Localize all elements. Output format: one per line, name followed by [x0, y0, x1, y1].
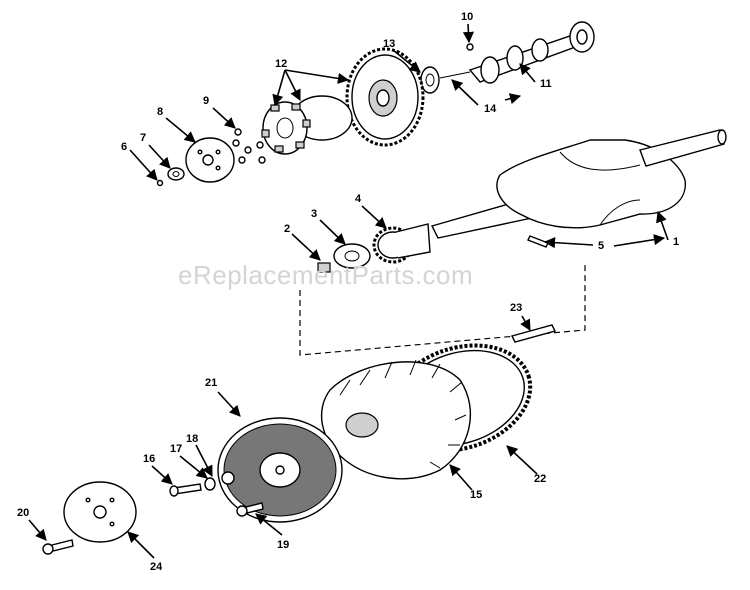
callout-19: 19 [277, 539, 289, 551]
callout-5: 5 [598, 240, 604, 252]
crankshaft [430, 129, 727, 239]
callout-4: 4 [355, 193, 362, 205]
callout-8: 8 [157, 106, 163, 118]
part-10 [466, 43, 474, 51]
key-2 [317, 262, 331, 273]
callout-14: 14 [484, 103, 497, 115]
rotating-screen-21 [217, 417, 343, 523]
callout-21: 21 [205, 377, 217, 389]
callout-23: 23 [510, 302, 522, 314]
callout-16: 16 [143, 453, 155, 465]
callout-9: 9 [203, 95, 209, 107]
callout-11: 11 [540, 78, 552, 90]
cam-gear [345, 47, 425, 147]
balls-9 [232, 128, 266, 164]
pin-5 [527, 235, 549, 248]
callout-22: 22 [534, 473, 546, 485]
cover-plate-8 [185, 137, 235, 183]
part-6 [156, 179, 164, 187]
watermark: eReplacementParts.com [178, 260, 473, 290]
callout-labels: 10 13 12 11 14 9 8 7 6 4 3 2 1 5 23 21 2… [17, 11, 679, 573]
key-23 [510, 324, 557, 343]
crank-gear-4 [372, 223, 431, 264]
washer-18 [221, 471, 235, 485]
washer-17 [204, 477, 216, 491]
leader-lines [28, 23, 669, 559]
washer-13 [420, 66, 471, 94]
callout-6: 6 [121, 141, 127, 153]
hub-cover-24 [63, 481, 137, 543]
callout-3: 3 [311, 208, 317, 220]
callout-13: 13 [383, 38, 395, 50]
bolt-19 [236, 502, 264, 517]
camshaft [468, 21, 595, 84]
callout-1: 1 [673, 236, 679, 248]
governor-spider [261, 101, 311, 155]
callout-2: 2 [284, 223, 290, 235]
callout-24: 24 [150, 561, 163, 573]
callout-12: 12 [275, 58, 287, 70]
screw-16 [169, 483, 202, 497]
nut-7 [167, 167, 185, 181]
callout-10: 10 [461, 11, 473, 23]
callout-17: 17 [170, 443, 182, 455]
bolt-20 [42, 539, 74, 555]
washer-3 [333, 243, 371, 269]
callout-7: 7 [140, 132, 146, 144]
callout-20: 20 [17, 507, 29, 519]
callout-15: 15 [470, 489, 482, 501]
flywheel-15 [320, 359, 472, 480]
dashed-connection [299, 262, 586, 356]
callout-18: 18 [186, 433, 198, 445]
